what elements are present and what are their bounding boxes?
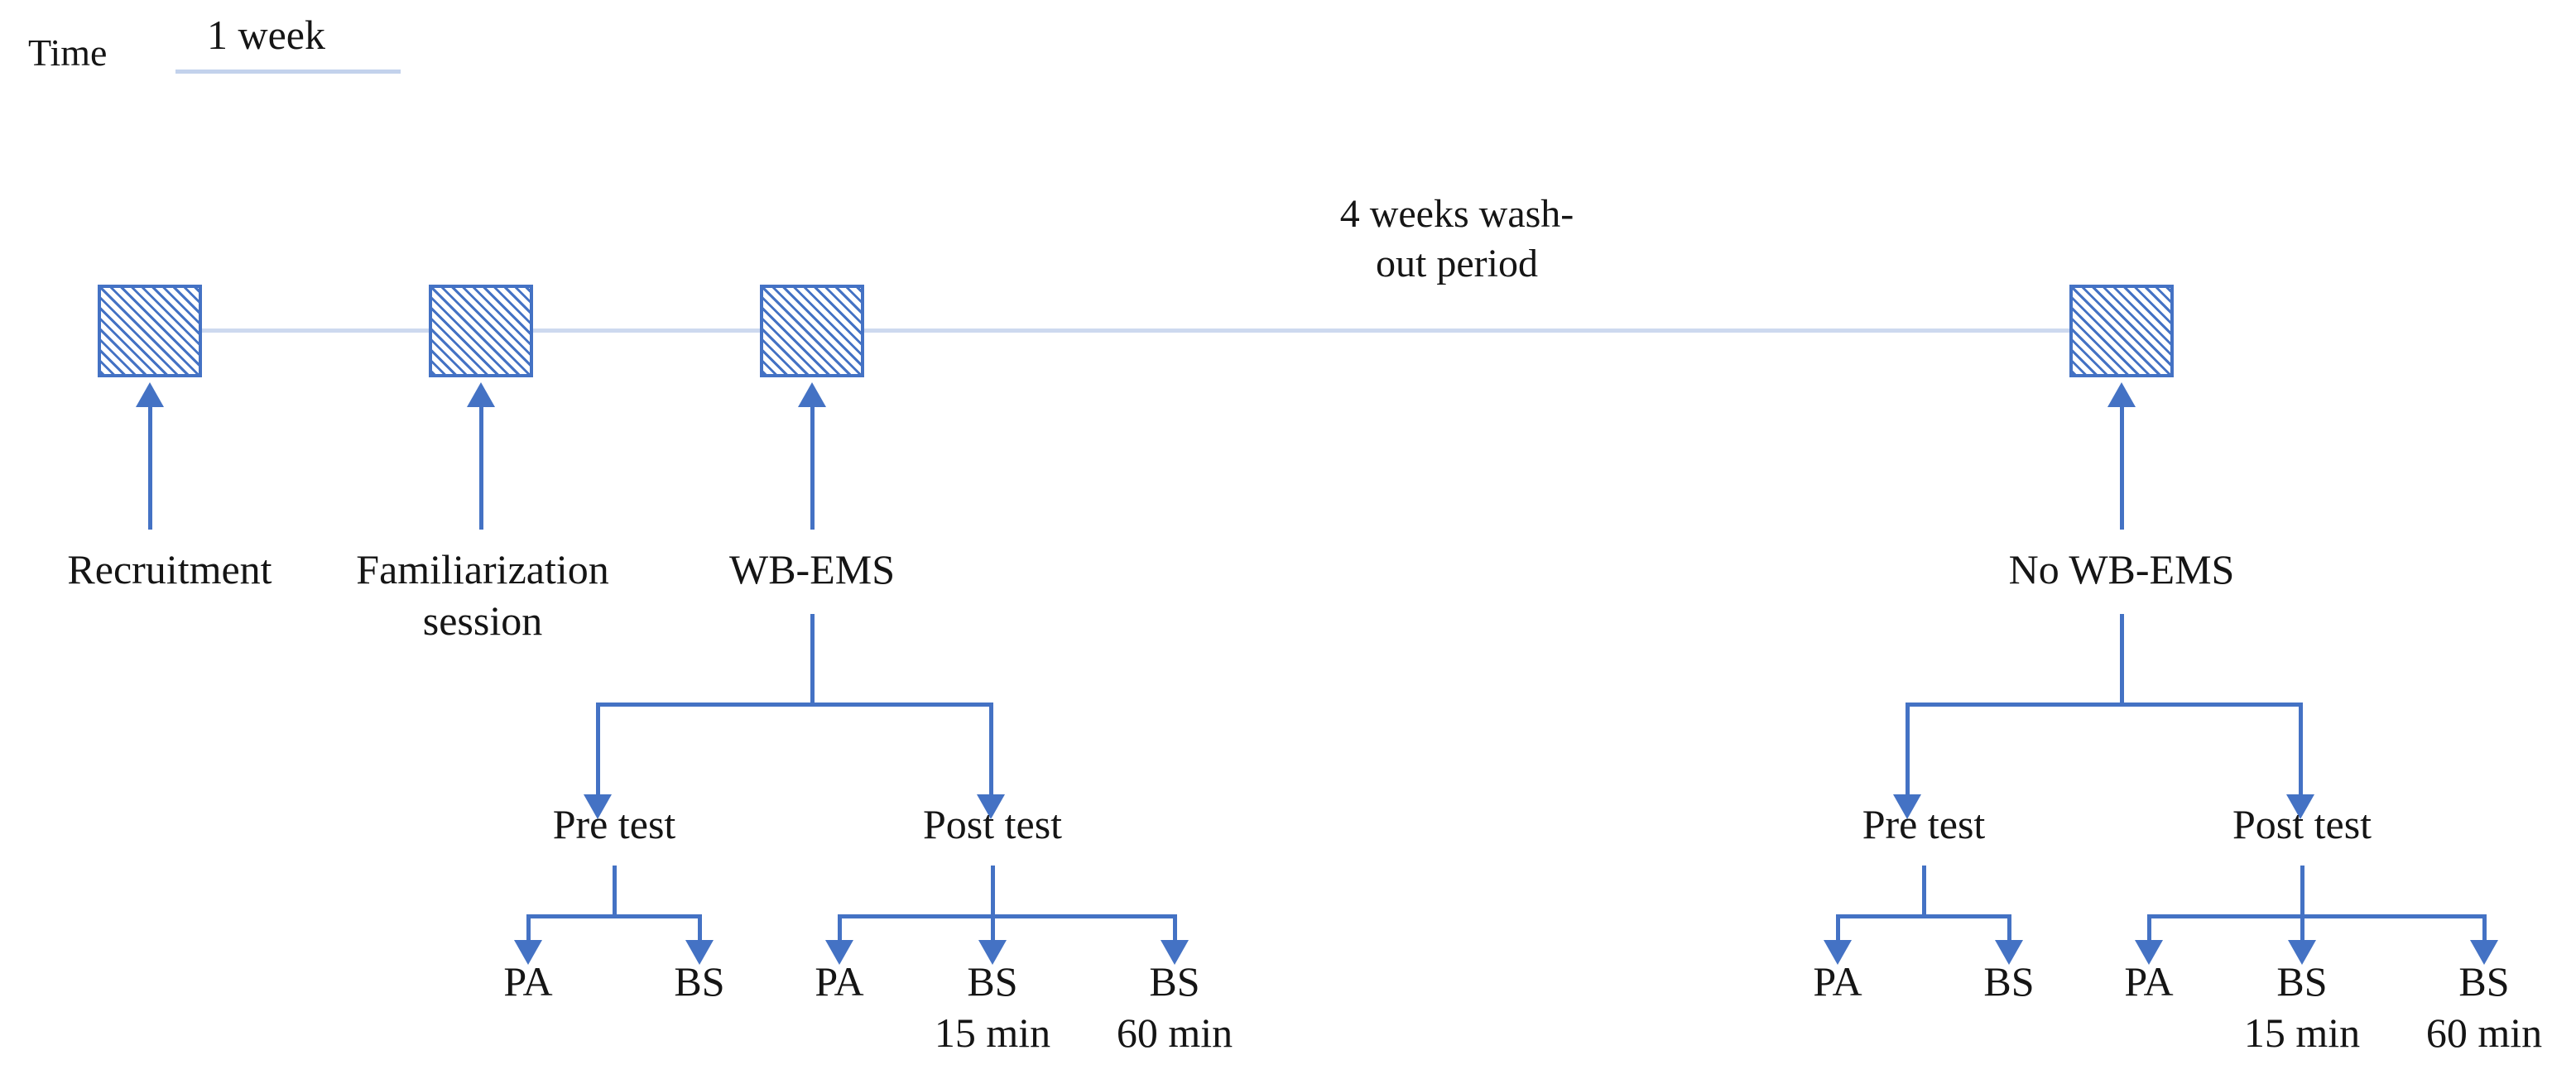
wbems-post-leaf-bs60: BS bbox=[1149, 958, 1200, 1005]
no-wbems-post-leaf-bs60-detail: 60 min bbox=[2425, 1009, 2543, 1056]
arrowhead-recruitment bbox=[136, 382, 164, 407]
milestone-label-familiarization-line1: Familiarization bbox=[356, 546, 609, 592]
wbems-tree-split-bar bbox=[596, 703, 993, 707]
no-wbems-post-leaf3-drop bbox=[2482, 914, 2487, 946]
wbems-tree-stem bbox=[810, 614, 815, 705]
timeline-box-wbems bbox=[760, 285, 864, 377]
wbems-post-leaf-pa: PA bbox=[815, 958, 864, 1005]
no-wbems-post-drop bbox=[2299, 703, 2303, 800]
milestone-label-no-wbems: No WB-EMS bbox=[2008, 546, 2235, 592]
no-wbems-pre-leaf-bs: BS bbox=[1983, 958, 2035, 1005]
no-wbems-tree-stem bbox=[2120, 614, 2124, 705]
connector-wbems-stem bbox=[810, 405, 815, 530]
milestone-label-wbems: WB-EMS bbox=[729, 546, 895, 592]
arrowhead-wbems-pre-pa bbox=[514, 940, 542, 965]
timeline-axis bbox=[192, 328, 2088, 333]
no-wbems-post-leaf-bs15-detail: 15 min bbox=[2243, 1009, 2361, 1056]
no-wbems-tree-split-bar bbox=[1906, 703, 2303, 707]
arrowhead-wbems-pre-bs bbox=[685, 940, 714, 965]
no-wbems-post-leaf-pa: PA bbox=[2124, 958, 2174, 1005]
no-wbems-post-subbar bbox=[2147, 914, 2487, 918]
wbems-post-substem bbox=[991, 866, 995, 946]
timeline-box-no-wbems bbox=[2069, 285, 2174, 377]
arrowhead-no-wbems-post-bs15 bbox=[2288, 940, 2316, 965]
no-wbems-post-leaf1-drop bbox=[2147, 914, 2151, 946]
wbems-post-drop bbox=[989, 703, 993, 800]
milestone-label-recruitment: Recruitment bbox=[67, 546, 272, 592]
wbems-post-leaf3-drop bbox=[1173, 914, 1177, 946]
arrowhead-wbems-post-bs15 bbox=[978, 940, 1007, 965]
wbems-pre-substem bbox=[613, 866, 617, 917]
timeline-box-familiarization bbox=[429, 285, 533, 377]
wbems-pre-drop bbox=[596, 703, 600, 800]
no-wbems-post-test-title: Post test bbox=[2232, 801, 2372, 847]
arrowhead-no-wbems-pre-pa bbox=[1824, 940, 1852, 965]
no-wbems-pre-subbar bbox=[1836, 914, 2011, 918]
wbems-post-leaf-bs15-detail: 15 min bbox=[934, 1009, 1051, 1056]
washout-label-line2: out period bbox=[1376, 242, 1538, 285]
no-wbems-pre-leaf2-drop bbox=[2007, 914, 2011, 946]
time-axis-label: Time bbox=[28, 31, 108, 74]
connector-familiarization-stem bbox=[479, 405, 483, 530]
arrowhead-no-wbems-pre-bs bbox=[1995, 940, 2023, 965]
no-wbems-post-substem bbox=[2300, 866, 2304, 946]
no-wbems-pre-test-title: Pre test bbox=[1862, 801, 1986, 847]
no-wbems-post-leaf-bs15: BS bbox=[2276, 958, 2328, 1005]
wbems-pre-leaf-pa: PA bbox=[503, 958, 553, 1005]
no-wbems-pre-leaf-pa: PA bbox=[1813, 958, 1862, 1005]
milestone-label-familiarization-line2: session bbox=[422, 597, 543, 644]
wbems-post-leaf-bs60-detail: 60 min bbox=[1116, 1009, 1233, 1056]
arrowhead-no-wbems-pre bbox=[1893, 794, 1921, 819]
wbems-pre-leaf-bs: BS bbox=[674, 958, 725, 1005]
wbems-pre-test-title: Pre test bbox=[552, 801, 676, 847]
timeline-box-recruitment bbox=[98, 285, 202, 377]
arrowhead-wbems bbox=[798, 382, 826, 407]
wbems-post-leaf-bs15: BS bbox=[967, 958, 1018, 1005]
arrowhead-wbems-pre bbox=[584, 794, 612, 819]
washout-label-line1: 4 weeks wash- bbox=[1339, 192, 1574, 236]
connector-no-wbems-stem bbox=[2120, 405, 2124, 530]
arrowhead-no-wbems-post bbox=[2286, 794, 2314, 819]
wbems-pre-leaf2-drop bbox=[698, 914, 702, 946]
wbems-pre-leaf1-drop bbox=[526, 914, 531, 946]
arrowhead-wbems-post bbox=[977, 794, 1005, 819]
time-scale-underline bbox=[175, 70, 401, 74]
no-wbems-pre-substem bbox=[1922, 866, 1926, 917]
connector-recruitment-stem bbox=[148, 405, 152, 530]
wbems-post-subbar bbox=[838, 914, 1177, 918]
arrowhead-familiarization bbox=[467, 382, 495, 407]
arrowhead-no-wbems-post-bs60 bbox=[2470, 940, 2498, 965]
wbems-post-leaf1-drop bbox=[838, 914, 842, 946]
wbems-post-test-title: Post test bbox=[922, 801, 1063, 847]
time-interval-value: 1 week bbox=[207, 12, 325, 58]
arrowhead-wbems-post-pa bbox=[825, 940, 853, 965]
wbems-pre-subbar bbox=[526, 914, 702, 918]
no-wbems-post-leaf-bs60: BS bbox=[2458, 958, 2510, 1005]
arrowhead-no-wbems bbox=[2107, 382, 2136, 407]
no-wbems-pre-leaf1-drop bbox=[1836, 914, 1840, 946]
arrowhead-wbems-post-bs60 bbox=[1161, 940, 1189, 965]
no-wbems-pre-drop bbox=[1906, 703, 1910, 800]
arrowhead-no-wbems-post-pa bbox=[2135, 940, 2163, 965]
